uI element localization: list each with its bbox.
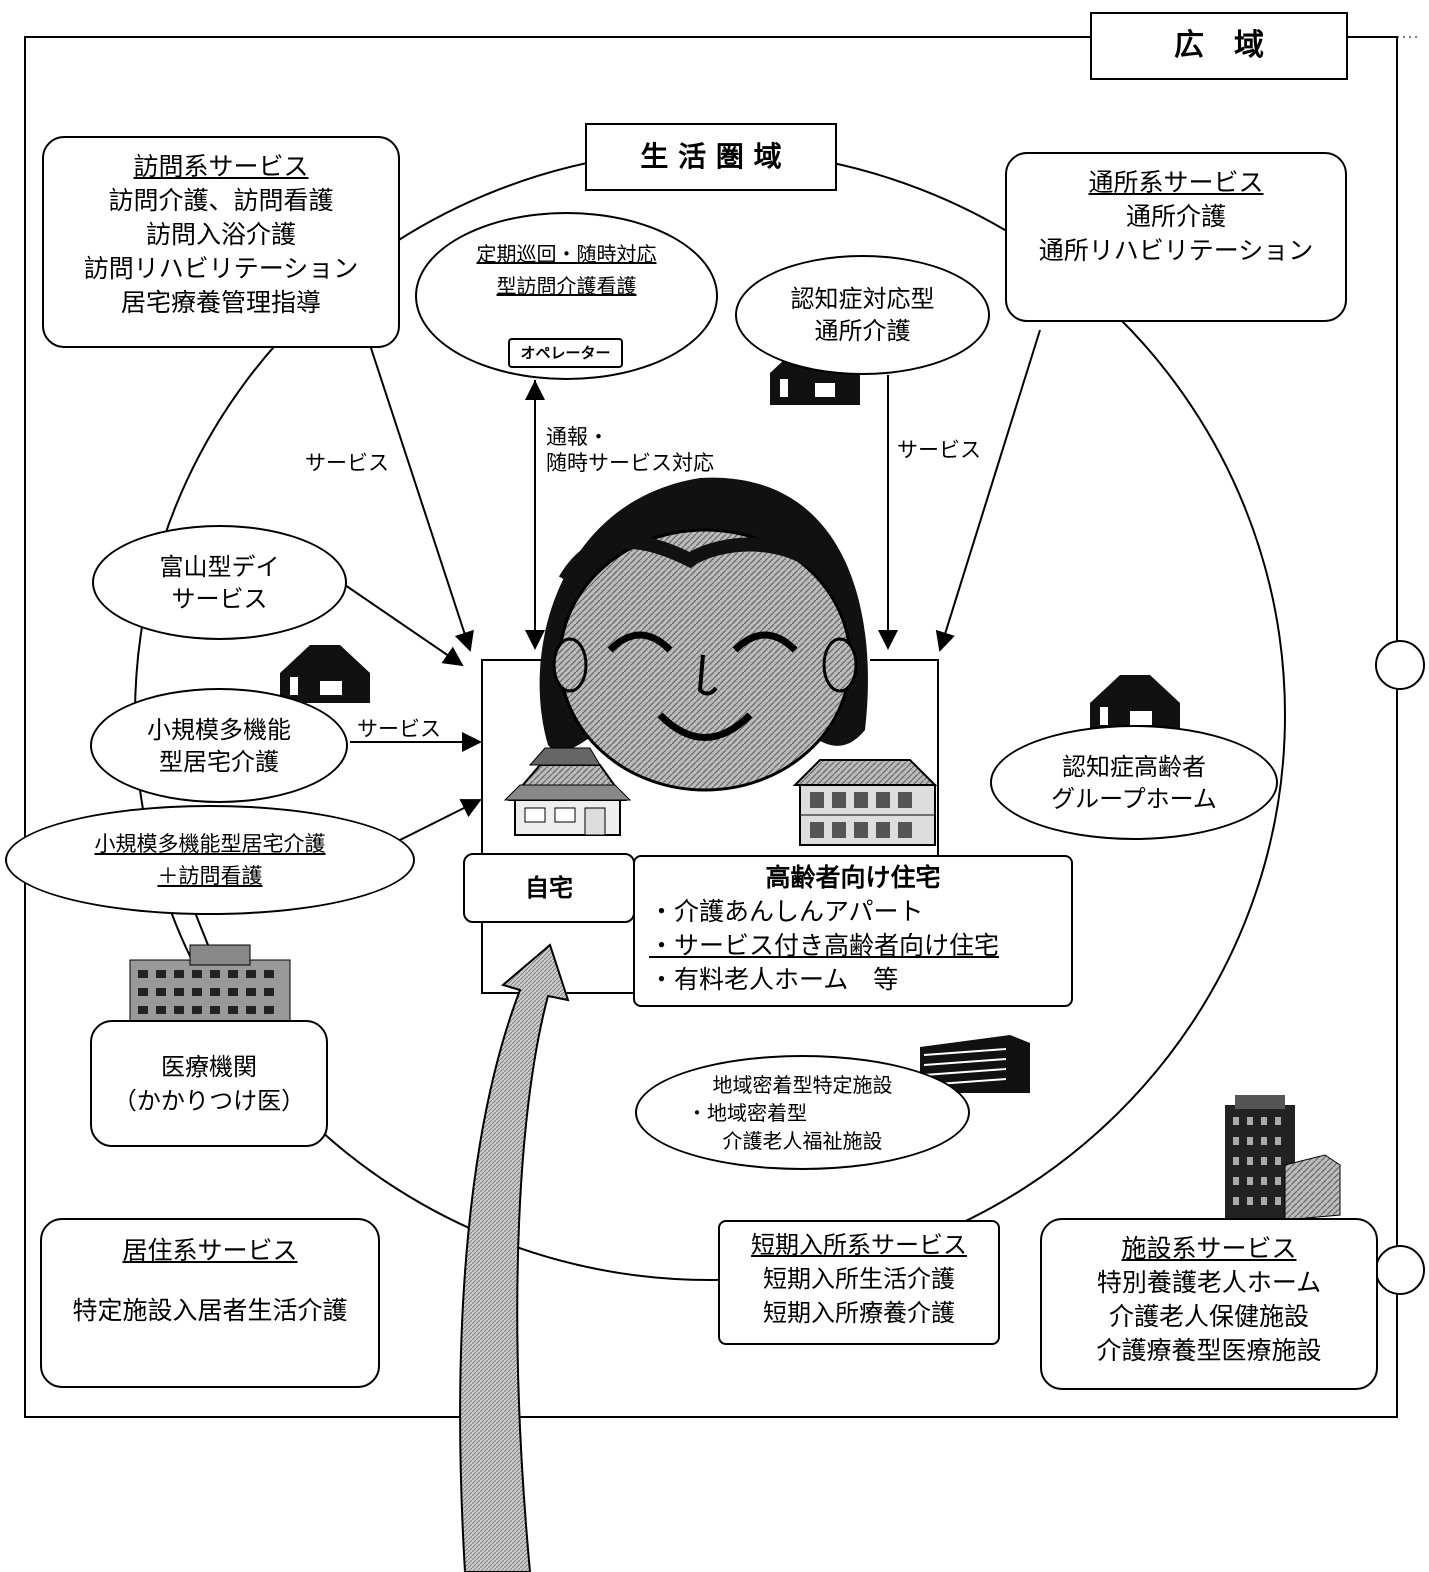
facility-building-icon	[1090, 675, 1180, 733]
facility-item: 特別養護老人ホーム	[1096, 1268, 1322, 1297]
toyama-day-line2: サービス	[171, 584, 268, 613]
house-icon	[503, 747, 632, 836]
living-area-title-text: 生 活 圏 域	[640, 140, 782, 173]
facility-title: 施設系サービス	[1121, 1234, 1297, 1263]
operator-text: オペレーター	[520, 344, 611, 362]
binding-hole-icon	[1375, 1245, 1425, 1295]
elderly-housing-item: ・サービス付き高齢者向け住宅	[649, 931, 1000, 960]
dementia-group-home-ellipse: 認知症高齢者 グループホーム	[990, 725, 1278, 840]
dementia-group-line2: グループホーム	[1051, 784, 1217, 813]
home-box: 自宅	[463, 853, 635, 923]
medical-line2: （かかりつけ医）	[112, 1086, 306, 1115]
residential-services-box: 居住系サービス 特定施設入居者生活介護	[40, 1218, 380, 1388]
home-visit-item: 訪問介護、訪問看護	[108, 186, 334, 215]
service-label-left: サービス	[305, 451, 389, 475]
community-facility-building-icon	[920, 1035, 1030, 1093]
toyama-day-line1: 富山型デイ	[159, 552, 280, 581]
small-multi-ellipse: 小規模多機能 型居宅介護	[90, 688, 348, 803]
small-multi-nursing-line1: 小規模多機能型居宅介護	[94, 832, 326, 856]
facility-building-icon	[280, 645, 370, 703]
arrow-home-visit	[369, 344, 474, 652]
dementia-day-line1: 認知症対応型	[790, 285, 935, 313]
community-facility-line2: ・地域密着型	[687, 1100, 807, 1125]
facility-services-box: 施設系サービス 特別養護老人ホーム 介護老人保健施設 介護療養型医療施設	[1040, 1218, 1378, 1390]
report-label-line2: 随時サービス対応	[546, 451, 714, 475]
short-stay-item: 短期入所療養介護	[763, 1299, 955, 1327]
elderly-person-icon	[539, 477, 868, 792]
apartment-icon	[792, 759, 938, 846]
periodic-visit-line1: 定期巡回・随時対応	[476, 242, 657, 266]
residential-item: 特定施設入居者生活介護	[72, 1296, 348, 1325]
short-stay-item: 短期入所生活介護	[763, 1265, 955, 1293]
short-stay-title: 短期入所系サービス	[751, 1231, 967, 1259]
binding-hole-icon	[1375, 640, 1425, 690]
arrow-toyama	[344, 584, 464, 667]
facility-item: 介護老人保健施設	[1108, 1302, 1309, 1331]
community-facility-line3: 介護老人福祉施設	[722, 1128, 883, 1153]
dementia-day-ellipse: 認知症対応型 通所介護	[735, 255, 990, 375]
big-curved-arrow	[459, 943, 570, 1572]
community-facility-ellipse: 地域密着型特定施設 ・地域密着型 介護老人福祉施設	[635, 1055, 970, 1170]
wide-area-title-text: 広 域	[1174, 28, 1264, 63]
day-service-item: 通所リハビリテーション	[1038, 236, 1314, 265]
small-multi-nursing-line2: ＋訪問看護	[157, 864, 263, 888]
wide-area-title: 広 域	[1090, 12, 1348, 80]
home-visit-title: 訪問系サービス	[133, 152, 309, 181]
home-label: 自宅	[525, 874, 573, 902]
medical-line1: 医療機関	[161, 1052, 257, 1081]
dementia-group-line1: 認知症高齢者	[1062, 752, 1206, 781]
community-facility-line1: 地域密着型特定施設	[712, 1072, 893, 1097]
periodic-visit-line2: 型訪問介護看護	[496, 274, 637, 298]
home-visit-item: 訪問入浴介護	[145, 220, 296, 249]
elderly-housing-item: ・有料老人ホーム 等	[649, 965, 899, 994]
day-service-item: 通所介護	[1125, 202, 1226, 231]
arrow-day-service	[935, 329, 1041, 652]
service-label-small-multi: サービス	[357, 717, 441, 741]
small-multi-line2: 型居宅介護	[159, 747, 279, 776]
report-label-line1: 通報・	[546, 425, 609, 449]
dementia-day-line2: 通所介護	[814, 317, 911, 345]
home-visit-item: 居宅療養管理指導	[120, 288, 321, 317]
service-label-right: サービス	[897, 438, 981, 462]
elderly-housing-box: 高齢者向け住宅 ・介護あんしんアパート ・サービス付き高齢者向け住宅 ・有料老人…	[633, 855, 1073, 1007]
small-multi-line1: 小規模多機能	[147, 715, 291, 744]
day-services-box: 通所系サービス 通所介護 通所リハビリテーション	[1005, 152, 1347, 322]
living-area-title: 生 活 圏 域	[585, 123, 837, 191]
medical-institution-box: 医療機関 （かかりつけ医）	[90, 1020, 328, 1147]
residential-title: 居住系サービス	[122, 1236, 298, 1265]
facility-item: 介護療養型医療施設	[1096, 1336, 1322, 1365]
toyama-day-ellipse: 富山型デイ サービス	[92, 525, 347, 640]
small-multi-nursing-ellipse: 小規模多機能型居宅介護 ＋訪問看護	[5, 805, 415, 915]
elderly-housing-item: ・介護あんしんアパート	[649, 897, 924, 926]
short-stay-services-box: 短期入所系サービス 短期入所生活介護 短期入所療養介護	[718, 1220, 1000, 1345]
operator-label: オペレーター	[508, 338, 623, 368]
nursing-facility-building-icon	[1225, 1095, 1341, 1240]
wide-area-frame	[24, 36, 1398, 1418]
home-visit-item: 訪問リハビリテーション	[83, 254, 359, 283]
day-service-title: 通所系サービス	[1088, 168, 1264, 197]
elderly-housing-title: 高齢者向け住宅	[765, 863, 941, 892]
home-visit-services-box: 訪問系サービス 訪問介護、訪問看護 訪問入浴介護 訪問リハビリテーション 居宅療…	[42, 136, 400, 348]
